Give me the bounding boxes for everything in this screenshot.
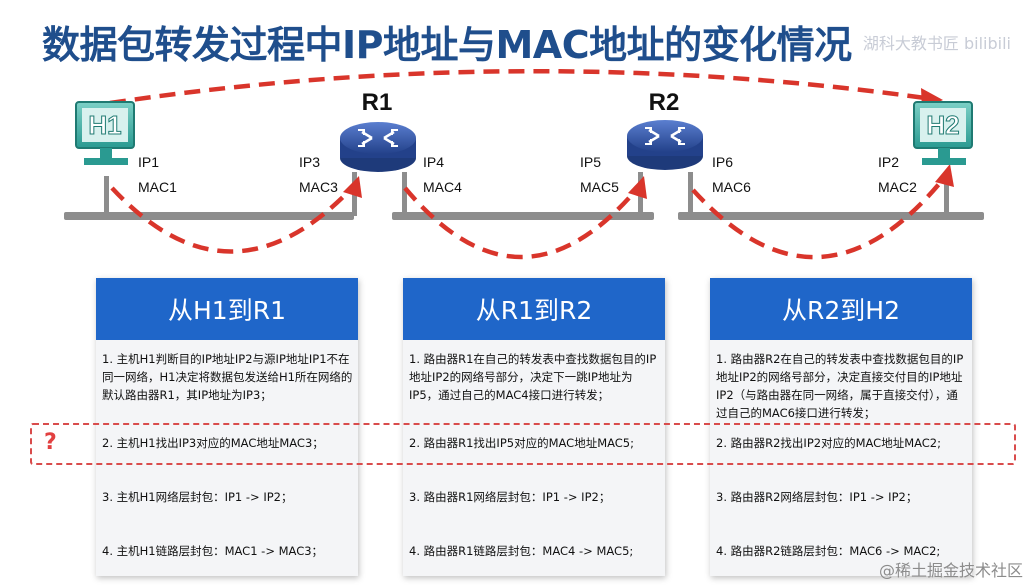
- page-title: 数据包转发过程中IP地址与MAC地址的变化情况: [42, 23, 852, 67]
- card-r1-to-r2: 从R1到R2 1. 路由器R1在自己的转发表中查找数据包目的IP地址IP2的网络…: [403, 278, 665, 576]
- arrow-r2-to-h2: [691, 176, 946, 260]
- host-h1-label: H1: [88, 110, 121, 140]
- arrow-r1-to-r2: [403, 186, 638, 260]
- card-step-1: 1. 路由器R2在自己的转发表中查找数据包目的IP地址IP2的网络号部分，决定直…: [716, 352, 964, 420]
- interface-h1-mac: MAC1: [138, 179, 177, 195]
- card-title: 从R1到R2: [403, 278, 665, 340]
- arrow-h1-to-h2: [109, 68, 926, 106]
- card-step-1: 1. 主机H1判断目的IP地址IP2与源IP地址IP1不在同一网络，H1决定将数…: [102, 352, 353, 402]
- arrowhead-h2-bottom: [935, 164, 954, 187]
- question-mark-icon: ?: [44, 430, 57, 455]
- card-step-4: 4. 路由器R1链路层封包：MAC4 -> MAC5;: [409, 544, 634, 558]
- interface-r1-right-ip: IP4: [423, 154, 445, 170]
- network-diagram: H1 H2 R1 R2: [64, 68, 984, 260]
- card-step-3: 3. 路由器R1网络层封包：IP1 -> IP2；: [409, 490, 611, 504]
- interface-h1: IP1 MAC1: [138, 150, 177, 200]
- card-r2-to-h2: 从R2到H2 1. 路由器R2在自己的转发表中查找数据包目的IP地址IP2的网络…: [710, 278, 972, 576]
- interface-h2-mac: MAC2: [878, 179, 917, 195]
- interface-r1-right: IP4 MAC4: [423, 150, 462, 200]
- card-step-3: 3. 路由器R2网络层封包：IP1 -> IP2；: [716, 490, 918, 504]
- card-h1-to-r1: 从H1到R1 1. 主机H1判断目的IP地址IP2与源IP地址IP1不在同一网络…: [96, 278, 358, 576]
- interface-r2-right-ip: IP6: [712, 154, 734, 170]
- card-step-4: 4. 主机H1链路层封包：MAC1 -> MAC3；: [102, 544, 324, 558]
- interface-r2-left-mac: MAC5: [580, 179, 619, 195]
- arrow-h1-to-r1: [110, 186, 354, 254]
- interface-r2-right: IP6 MAC6: [712, 150, 751, 200]
- card-step-2: 2. 路由器R2找出IP2对应的MAC地址MAC2;: [716, 436, 942, 450]
- host-h1-icon: [75, 101, 135, 165]
- card-step-4: 4. 路由器R2链路层封包：MAC6 -> MAC2;: [716, 544, 941, 558]
- router-r2-label: R2: [649, 89, 680, 116]
- interface-r2-left-ip: IP5: [580, 154, 602, 170]
- interface-r1-left-ip: IP3: [299, 154, 321, 170]
- router-r1-icon: [340, 122, 416, 172]
- host-h2-label: H2: [926, 110, 959, 140]
- card-title: 从R2到H2: [710, 278, 972, 340]
- network-segment-3: [678, 172, 984, 220]
- card-step-2: 2. 路由器R1找出IP5对应的MAC地址MAC5;: [409, 436, 635, 450]
- interface-r2-left: IP5 MAC5: [580, 150, 619, 200]
- interface-h1-ip: IP1: [138, 154, 160, 170]
- highlight-step-2-box: [30, 423, 1016, 465]
- router-r1-label: R1: [362, 89, 393, 116]
- card-step-1: 1. 路由器R1在自己的转发表中查找数据包目的IP地址IP2的网络号部分，决定下…: [409, 352, 657, 402]
- watermark-top: 湖科大教书匠 bilibili: [862, 34, 1011, 53]
- interface-h2: IP2 MAC2: [878, 150, 917, 200]
- watermark-bottom: @稀土掘金技术社区: [878, 561, 1023, 580]
- interface-r1-left: IP3 MAC3: [299, 150, 338, 200]
- card-step-2: 2. 主机H1找出IP3对应的MAC地址MAC3；: [102, 436, 324, 450]
- card-step-3: 3. 主机H1网络层封包：IP1 -> IP2；: [102, 490, 293, 504]
- interface-r1-right-mac: MAC4: [423, 179, 462, 195]
- router-r2-icon: [627, 120, 703, 170]
- host-h2-icon: [913, 101, 973, 165]
- arrowhead-r2: [628, 176, 647, 199]
- interface-r1-left-mac: MAC3: [299, 179, 338, 195]
- interface-h2-ip: IP2: [878, 154, 900, 170]
- card-title: 从H1到R1: [96, 278, 358, 340]
- arrowhead-r1: [343, 176, 362, 198]
- interface-r2-right-mac: MAC6: [712, 179, 751, 195]
